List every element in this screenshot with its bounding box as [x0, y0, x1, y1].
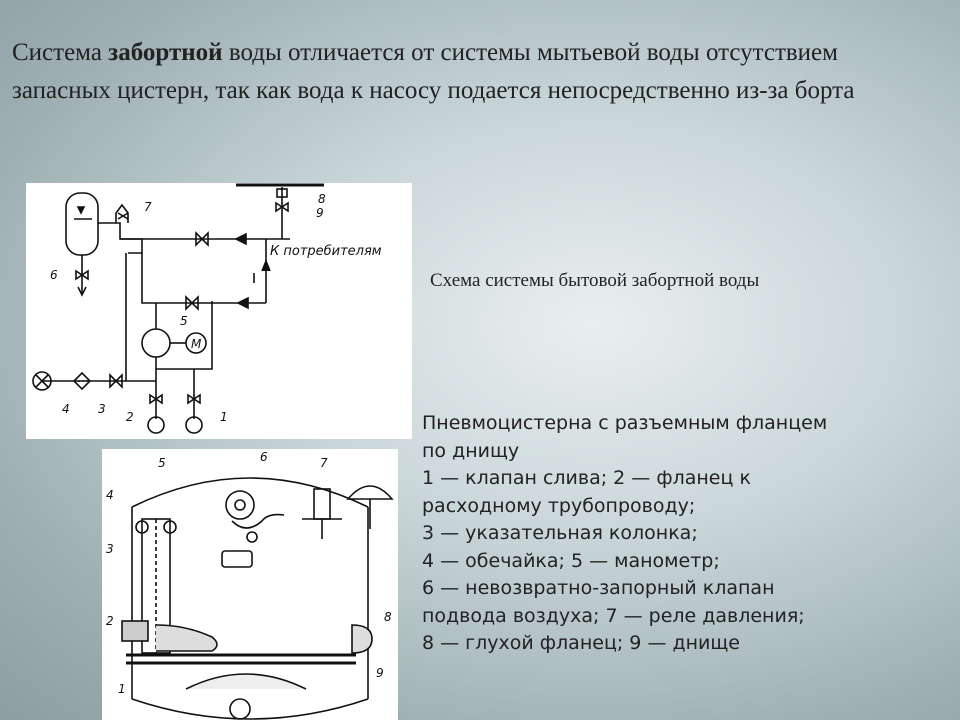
scheme-num-4: 4 [62, 402, 70, 416]
scheme-num-9: 9 [316, 206, 324, 220]
tank-num-7: 7 [320, 456, 328, 470]
manometer-shape [225, 490, 255, 520]
legend-line: 6 — невозвратно-запорный клапан [422, 577, 775, 599]
tank-num-6: 6 [260, 450, 268, 464]
legend-line: 4 — обечайка; 5 — манометр; [422, 549, 720, 572]
tank-top-shape [131, 477, 369, 508]
blind-flange-shape [351, 624, 373, 654]
legend-line: расходному трубопроводу; [422, 494, 696, 517]
intro-bold-word: забортной [108, 39, 223, 66]
scheme-num-1: 1 [220, 410, 228, 424]
legend-line: 1 — клапан слива; 2 — фланец к [422, 467, 751, 489]
tank-num-8: 8 [384, 610, 392, 624]
pressure-relay-shape [346, 485, 394, 500]
tank-legend: Пневмоцистерна с разъемным фланцем по дн… [422, 410, 942, 658]
scheme-num-5: 5 [180, 314, 188, 328]
intro-part1: Система [12, 39, 109, 66]
tank-num-9: 9 [376, 666, 384, 680]
tank-num-2: 2 [106, 614, 114, 628]
legend-line: 3 — указательная колонка; [422, 522, 698, 544]
scheme-num-3: 3 [98, 402, 106, 416]
legend-line: 8 — глухой фланец; 9 — днище [422, 632, 740, 654]
tank-num-3: 3 [106, 542, 114, 556]
scheme-num-8: 8 [318, 192, 326, 206]
scheme-num-6: 6 [50, 268, 58, 282]
consumer-label: К потребителям [270, 244, 382, 259]
strainer-3-shape [72, 371, 92, 391]
intro-part2: воды отличается от системы мытьевой воды… [12, 39, 855, 104]
motor-label: М [191, 337, 202, 351]
intro-text: Система забортной воды отличается от сис… [12, 34, 932, 110]
tank-num-1: 1 [118, 682, 126, 696]
legend-line: подвода воздуха; 7 — реле давления; [422, 604, 805, 627]
filter-4-shape [32, 371, 52, 391]
seawater-system-scheme: К потребителям М 6 7 8 9 5 4 3 2 1 [26, 183, 412, 439]
scheme-num-7: 7 [144, 200, 152, 214]
pneumatic-tank-drawing: 5 6 7 4 3 2 8 9 1 [102, 449, 398, 720]
legend-line: Пневмоцистерна с разъемным фланцем [422, 412, 828, 434]
tank-num-4: 4 [106, 488, 114, 502]
tank-num-5: 5 [158, 456, 166, 470]
scheme-caption: Схема системы бытовой забортной воды [430, 270, 760, 291]
scheme-num-2: 2 [126, 410, 134, 424]
legend-line: по днищу [422, 439, 520, 462]
